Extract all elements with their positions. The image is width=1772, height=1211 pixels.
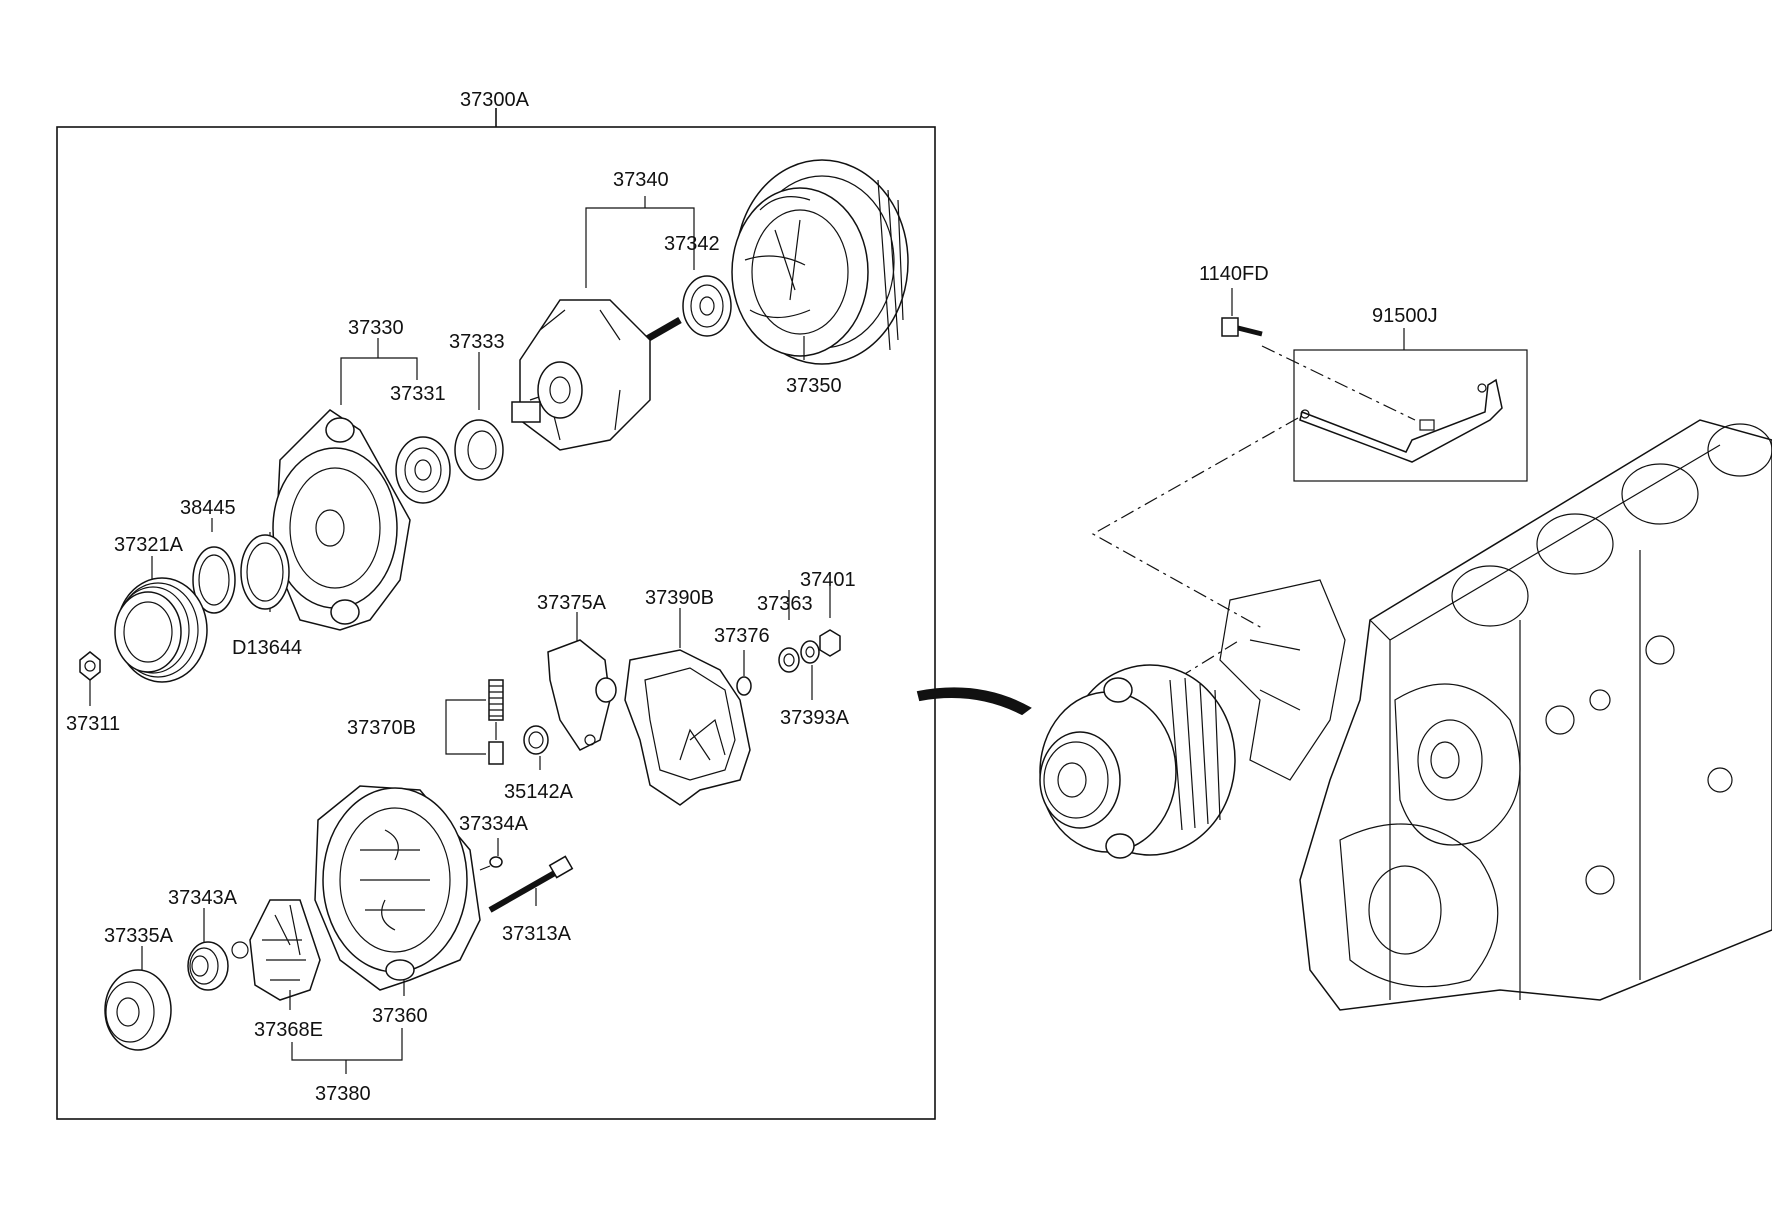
bearing-37342 (682, 275, 732, 337)
label-37393A[interactable]: 37393A (780, 707, 850, 729)
washer-37376 (736, 676, 752, 696)
bearing-37335A (104, 969, 172, 1051)
bolt-1140FD (1221, 317, 1263, 337)
nut-37311 (79, 651, 101, 681)
bolt-37313A (488, 855, 574, 913)
label-37368E[interactable]: 37368E (254, 1019, 323, 1041)
washer-37363 (778, 647, 800, 673)
washer-37393A (800, 640, 820, 664)
label-37380[interactable]: 37380 (315, 1083, 371, 1105)
regulator-part (547, 639, 617, 751)
nut-37401 (819, 629, 841, 657)
slip-ring-37343A (187, 941, 229, 991)
screw-37334A (479, 838, 503, 871)
label-37343A[interactable]: 37343A (168, 887, 238, 909)
stator-part (731, 159, 909, 365)
ring-D13644 (240, 534, 290, 610)
label-37311[interactable]: 37311 (66, 713, 120, 735)
label-38445[interactable]: 38445 (180, 497, 236, 519)
label-37375A[interactable]: 37375A (537, 592, 607, 614)
label-37331[interactable]: 37331 (390, 383, 446, 405)
spacer-37333 (454, 419, 504, 481)
label-37360[interactable]: 37360 (372, 1005, 428, 1027)
spring-37370B (488, 679, 504, 765)
label-37342[interactable]: 37342 (664, 233, 720, 255)
label-37300A[interactable]: 37300A (460, 89, 530, 111)
pulley-part (114, 577, 208, 683)
label-37333[interactable]: 37333 (449, 331, 505, 353)
label-37330[interactable]: 37330 (348, 317, 404, 339)
label-37321A[interactable]: 37321A (114, 534, 184, 556)
label-37376[interactable]: 37376 (714, 625, 770, 647)
label-91500J[interactable]: 91500J (1372, 305, 1438, 327)
label-37313A[interactable]: 37313A (502, 923, 572, 945)
label-D13644[interactable]: D13644 (232, 637, 302, 659)
rotor-part (511, 299, 682, 451)
engine-block (1219, 419, 1772, 1011)
front-housing-part (272, 409, 411, 631)
bearing-37331 (395, 436, 451, 504)
ring-38445 (192, 546, 236, 614)
brush-holder-37368E (231, 899, 321, 1001)
label-37390B[interactable]: 37390B (645, 587, 714, 609)
label-37401[interactable]: 37401 (800, 569, 856, 591)
label-35142A[interactable]: 35142A (504, 781, 574, 803)
label-37370B[interactable]: 37370B (347, 717, 416, 739)
label-1140FD[interactable]: 1140FD (1199, 263, 1269, 285)
label-37350[interactable]: 37350 (786, 375, 842, 397)
rear-housing-part (314, 785, 481, 991)
arrow-to-engine (916, 687, 1032, 716)
label-37335A[interactable]: 37335A (104, 925, 174, 947)
label-37334A[interactable]: 37334A (459, 813, 529, 835)
mounted-alternator (1039, 664, 1236, 859)
label-37340[interactable]: 37340 (613, 169, 669, 191)
label-37363[interactable]: 37363 (757, 593, 813, 615)
bracket-box-91500J (1293, 349, 1528, 482)
rear-cover-37390B (624, 649, 751, 806)
ring-35142A (523, 725, 549, 755)
bracket-91500J (1299, 378, 1503, 463)
